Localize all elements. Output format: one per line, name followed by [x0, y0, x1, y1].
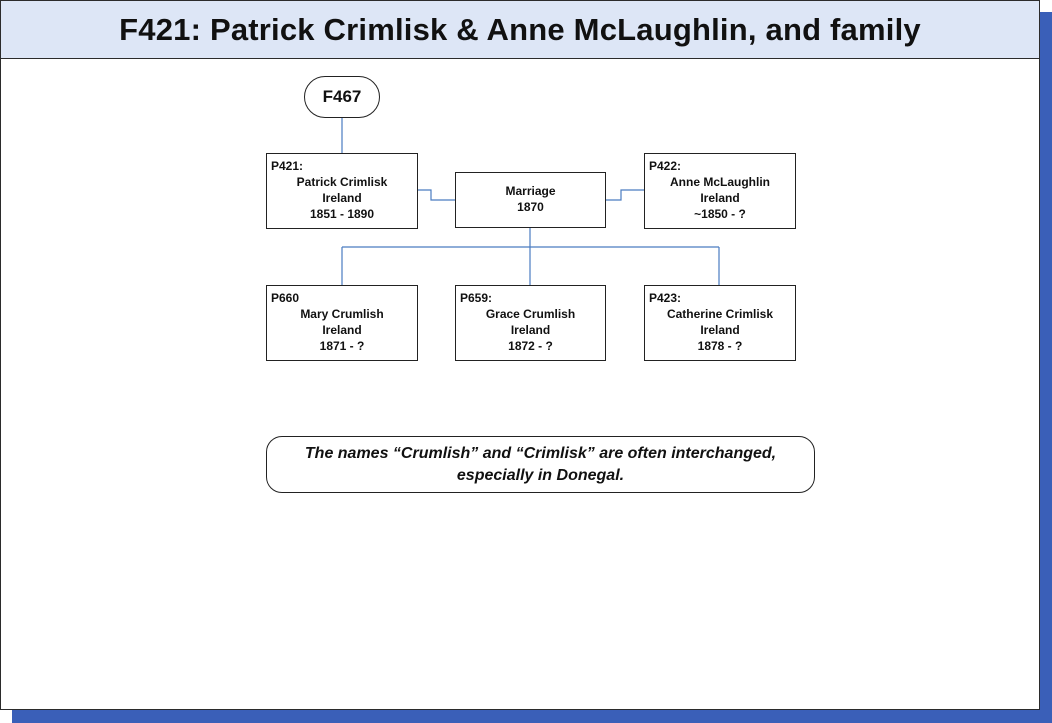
person-card-child-1[interactable]: P660 Mary Crumlish Ireland 1871 - ? [266, 285, 418, 361]
person-id: P421: [271, 159, 304, 173]
person-name: Grace Crumlish [485, 307, 576, 321]
surname-note-text: The names “Crumlish” and “Crimlisk” are … [304, 444, 777, 484]
person-dates: 1872 - ? [508, 339, 553, 353]
person-name: Mary Crumlish [300, 307, 384, 321]
person-id: P660 [271, 291, 300, 305]
marriage-label: Marriage [505, 184, 556, 198]
marriage-mother-link [606, 189, 644, 201]
person-card-child-3[interactable]: P423: Catherine Crimlisk Ireland 1878 - … [644, 285, 796, 361]
parent-family-node[interactable]: F467 [304, 76, 380, 118]
person-id: P422: [649, 159, 682, 173]
person-id: P423: [649, 291, 682, 305]
person-id: P659: [460, 291, 493, 305]
person-card-child-2[interactable]: P659: Grace Crumlish Ireland 1872 - ? [455, 285, 606, 361]
person-place: Ireland [510, 323, 551, 337]
person-dates: 1878 - ? [697, 339, 743, 353]
person-place: Ireland [700, 191, 740, 205]
person-place: Ireland [322, 323, 362, 337]
title-bar: F421: Patrick Crimlisk & Anne McLaughlin… [1, 1, 1039, 59]
parent-family-label: F467 [322, 87, 362, 106]
person-card-father[interactable]: P421: Patrick Crimlisk Ireland 1851 - 18… [266, 153, 418, 229]
person-dates: 1871 - ? [319, 339, 365, 353]
chart-sheet: F421: Patrick Crimlisk & Anne McLaughlin… [0, 0, 1040, 710]
person-place: Ireland [700, 323, 740, 337]
person-name: Anne McLaughlin [670, 175, 770, 189]
person-card-mother[interactable]: P422: Anne McLaughlin Ireland ~1850 - ? [644, 153, 796, 229]
page-title: F421: Patrick Crimlisk & Anne McLaughlin… [119, 11, 921, 47]
person-name: Catherine Crimlisk [666, 307, 774, 321]
marriage-node[interactable]: Marriage 1870 [455, 172, 606, 228]
person-dates: ~1850 - ? [694, 207, 746, 221]
connector-lines [341, 118, 720, 285]
person-place: Ireland [322, 191, 362, 205]
surname-note: The names “Crumlish” and “Crimlisk” are … [266, 436, 815, 493]
marriage-year: 1870 [517, 200, 544, 214]
person-dates: 1851 - 1890 [309, 207, 375, 221]
father-marriage-link [418, 189, 455, 201]
person-name: Patrick Crimlisk [296, 175, 388, 189]
